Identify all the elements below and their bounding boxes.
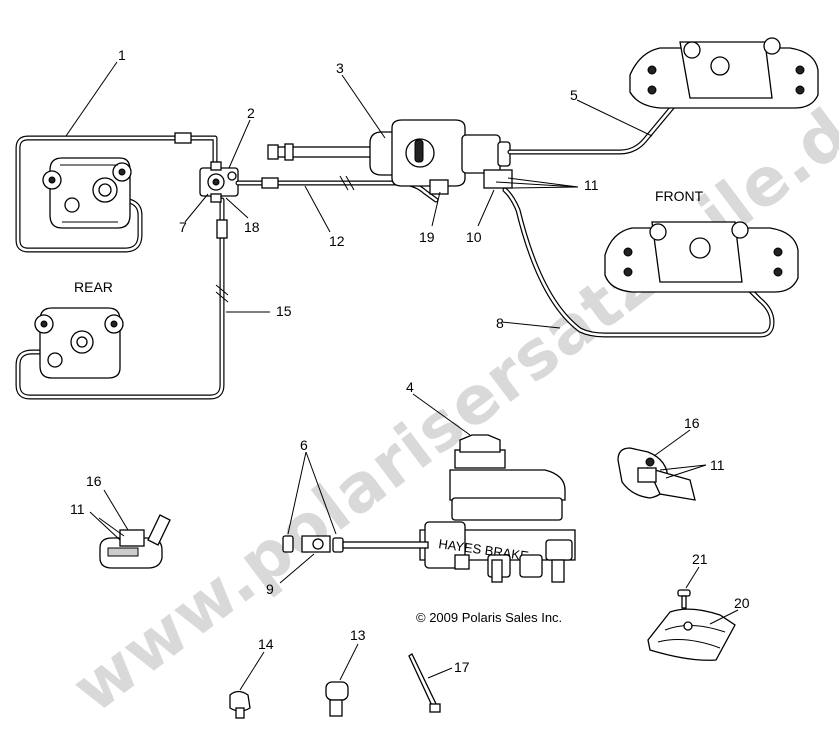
callout-13: 13 <box>350 627 366 643</box>
callout-16-left: 16 <box>86 473 102 489</box>
front-caption: FRONT <box>655 188 704 204</box>
callout-20: 20 <box>734 595 750 611</box>
pushrod-clevis-9 <box>282 535 429 553</box>
rear-brake-line-1 <box>15 132 218 253</box>
callout-11-left: 11 <box>70 501 85 517</box>
copyright-notice: © 2009 Polaris Sales Inc. <box>416 610 562 625</box>
callout-4: 4 <box>406 379 414 395</box>
callout-11-top: 11 <box>584 177 599 193</box>
rear-caliper-lower <box>34 307 124 379</box>
callout-17: 17 <box>454 659 470 675</box>
proportioning-valve-3 <box>267 119 513 195</box>
callout-21: 21 <box>692 551 708 567</box>
cable-tie-17 <box>408 653 441 713</box>
callout-7: 7 <box>179 219 187 235</box>
callout-5: 5 <box>570 87 578 103</box>
rear-brake-line-15 <box>15 197 229 400</box>
callout-1: 1 <box>118 47 126 63</box>
callout-16-right: 16 <box>684 415 700 431</box>
callout-3: 3 <box>336 60 344 76</box>
rear-caption: REAR <box>74 279 113 295</box>
master-cylinder-4: HAYES BRAKE <box>419 434 576 583</box>
callout-10: 10 <box>466 229 482 245</box>
callout-6: 6 <box>300 437 308 453</box>
brake-junction-block <box>199 161 239 203</box>
callout-8: 8 <box>496 315 504 331</box>
callout-19: 19 <box>419 229 435 245</box>
front-caliper-lower <box>604 221 799 293</box>
brake-switch-right-16 <box>617 447 696 501</box>
callout-18: 18 <box>244 219 260 235</box>
front-caliper-upper <box>629 37 819 109</box>
callout-15: 15 <box>276 303 292 319</box>
callout-11-right: 11 <box>710 457 725 473</box>
leader-lines <box>65 61 739 691</box>
brake-switch-left-16 <box>99 514 171 569</box>
front-brake-line-8 <box>502 187 775 338</box>
heat-shield-20 <box>647 608 736 661</box>
clamp-13 <box>325 681 349 717</box>
screw-21 <box>677 589 691 609</box>
callout-12: 12 <box>329 233 345 249</box>
callout-9: 9 <box>266 581 274 597</box>
callouts: 1 2 3 4 5 6 7 8 9 10 11 11 11 12 13 14 1… <box>70 47 750 675</box>
callout-14: 14 <box>258 636 274 652</box>
callout-2: 2 <box>247 105 255 121</box>
clip-14 <box>229 690 251 719</box>
rear-caliper-upper <box>42 157 132 229</box>
